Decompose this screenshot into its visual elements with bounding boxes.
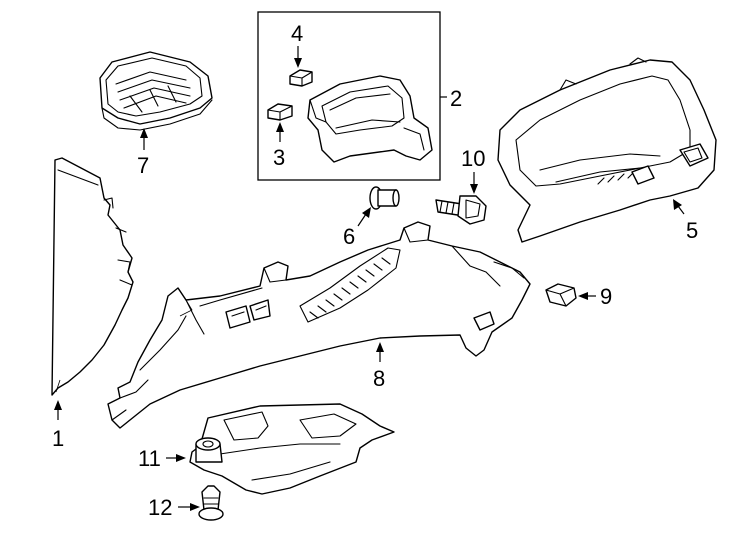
leader-12	[178, 503, 200, 511]
leader-11	[166, 454, 186, 462]
callout-5: 5	[686, 218, 698, 243]
leader-7	[140, 128, 148, 150]
leader-9	[578, 292, 596, 300]
part-3-clip	[267, 103, 293, 121]
callout-7: 7	[137, 153, 149, 178]
leader-3	[276, 122, 284, 142]
part-8-lower-trim	[107, 221, 531, 429]
group-box-2	[257, 11, 441, 181]
part-6-push-pin	[369, 186, 400, 210]
part-4-clip	[289, 69, 313, 87]
leader-1	[54, 400, 62, 420]
leader-6	[357, 207, 371, 227]
leader-5	[673, 199, 685, 215]
callout-12: 12	[148, 495, 172, 520]
callout-11: 11	[138, 446, 161, 471]
part-7-air-vent	[99, 51, 213, 131]
part-10-bolt	[435, 195, 487, 225]
leader-10	[470, 172, 478, 194]
part-11-lower-plate	[189, 403, 395, 495]
part-2-bracket	[307, 75, 433, 163]
leader-4	[294, 46, 302, 68]
callout-9: 9	[600, 284, 612, 309]
callout-2: 2	[450, 86, 462, 111]
part-1-end-panel	[51, 157, 134, 396]
part-12-push-clip	[198, 485, 224, 521]
callout-1: 1	[52, 426, 64, 451]
callout-4: 4	[291, 21, 303, 46]
part-5-cluster-bezel	[497, 57, 717, 243]
callout-3: 3	[273, 145, 285, 170]
callout-6: 6	[343, 224, 355, 249]
part-9-clip	[545, 283, 577, 307]
leader-8	[376, 342, 384, 362]
callout-8: 8	[373, 366, 385, 391]
callout-10: 10	[461, 146, 485, 171]
